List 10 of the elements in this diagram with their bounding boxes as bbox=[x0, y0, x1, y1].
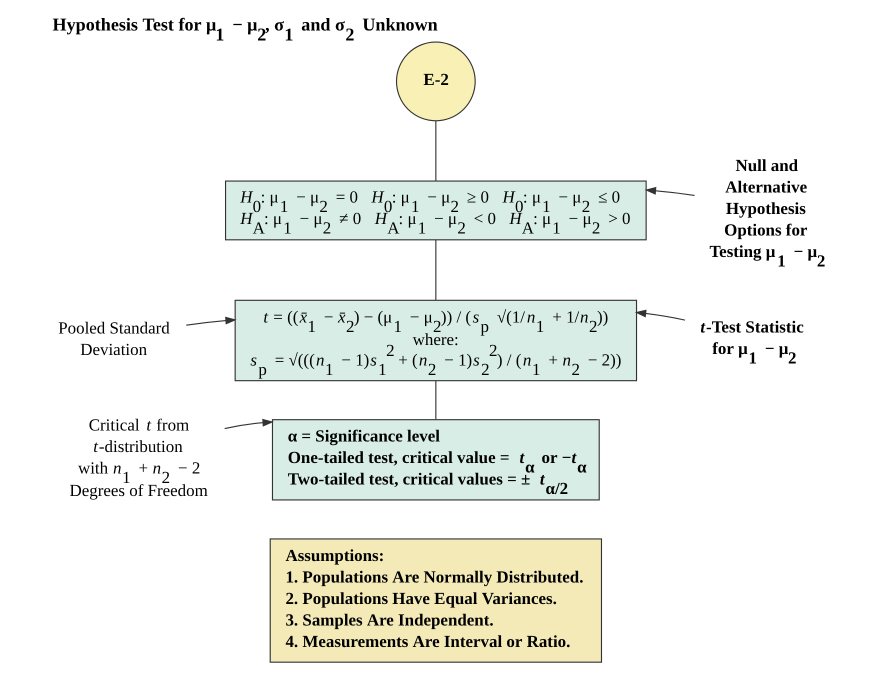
node-box: Assumptions: 1. Populations Are Normally Distributed. 2. Populations Have Equal Variances. 3. Samples Are Independent. 4. Measurements Are Interval or Ratio. bbox=[269, 538, 602, 663]
arrow bbox=[634, 310, 685, 321]
connector bbox=[434, 240, 436, 300]
arrow bbox=[224, 418, 274, 430]
node-text: Pooled Standard Deviation bbox=[58, 318, 170, 360]
arrow bbox=[186, 316, 236, 326]
node-circle: E-2 bbox=[395, 42, 476, 122]
connector bbox=[434, 120, 436, 181]
arrow bbox=[644, 186, 694, 196]
connector bbox=[434, 380, 436, 420]
